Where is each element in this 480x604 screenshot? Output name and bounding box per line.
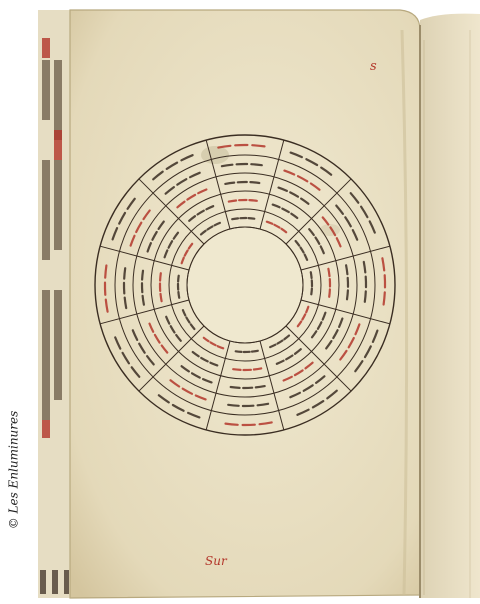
inscription-mark <box>311 272 312 278</box>
binding-strip <box>38 10 70 598</box>
inscription-mark <box>228 405 239 406</box>
inscription-mark <box>225 183 234 184</box>
inscription-mark <box>236 351 242 352</box>
inscription-mark <box>178 292 179 298</box>
credit-text: © Les Enluminures <box>6 411 20 530</box>
inscription-mark <box>254 368 261 369</box>
inscription-mark <box>365 291 366 302</box>
inscription-mark <box>232 218 238 219</box>
inscription-mark <box>251 164 261 165</box>
inscription-mark <box>233 369 240 370</box>
inscription-mark <box>105 266 106 278</box>
inscription-mark <box>226 424 238 425</box>
center-disc <box>188 228 302 342</box>
inscription-mark <box>252 145 264 146</box>
inscription-mark <box>252 351 258 352</box>
inscription-mark <box>347 290 348 299</box>
inscription-mark <box>161 294 162 301</box>
inscription-mark <box>178 276 179 282</box>
right-page <box>420 14 480 598</box>
inscription-mark <box>143 296 144 305</box>
inscription-mark <box>249 218 255 219</box>
inscription-mark <box>250 182 259 183</box>
inscription-mark <box>328 269 329 276</box>
inscription-mark <box>142 271 143 280</box>
inscription-mark <box>256 386 265 387</box>
inscription-mark <box>249 200 256 201</box>
inscription-mark <box>384 292 385 304</box>
inscription-mark <box>329 289 330 296</box>
inscription-mark <box>229 201 236 202</box>
photo-credit: © Les Enluminures <box>4 345 22 595</box>
inscription-mark <box>124 268 125 279</box>
inscription-mark <box>231 387 240 388</box>
bottom-mark: Sur <box>205 554 228 568</box>
inscription-mark <box>311 289 312 295</box>
inscription-mark <box>160 273 161 280</box>
folio-mark: s <box>370 59 377 74</box>
inscription-mark <box>346 265 347 274</box>
